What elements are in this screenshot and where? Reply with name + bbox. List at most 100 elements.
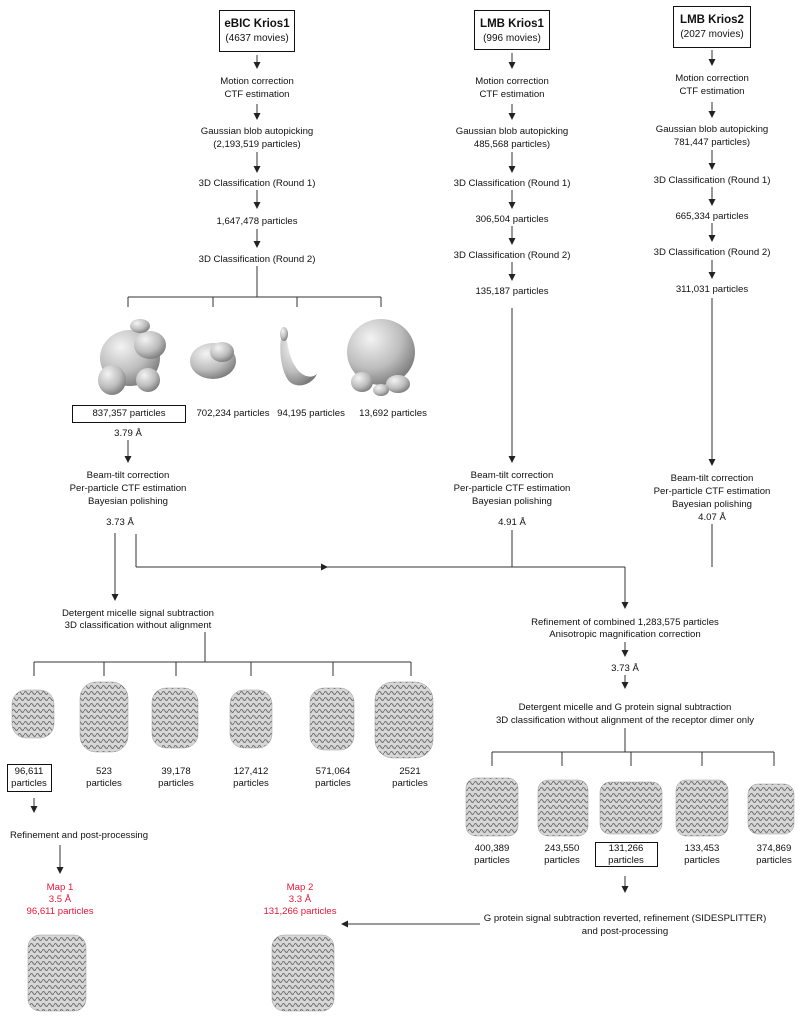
c3-per-particle-ctf: Per-particle CTF estimation bbox=[653, 486, 771, 497]
dimer-density-2 bbox=[537, 779, 589, 837]
c2-ctf-estimation: CTF estimation bbox=[479, 89, 545, 100]
c1-class-round1: 3D Classification (Round 1) bbox=[198, 178, 316, 189]
source-box-lmb-krios1: LMB Krios1 (996 movies) bbox=[474, 10, 550, 50]
c2-bayesian-polishing: Bayesian polishing bbox=[471, 496, 553, 507]
map1-density bbox=[27, 934, 87, 1012]
subclass-density-3 bbox=[151, 687, 199, 749]
c1-class-round2: 3D Classification (Round 2) bbox=[198, 254, 316, 265]
source-name: LMB Krios2 bbox=[680, 14, 744, 26]
source-box-ebic-krios1: eBIC Krios1 (4637 movies) bbox=[219, 10, 295, 52]
subclass-unit-6: particles bbox=[392, 778, 428, 789]
subclass-count-4: 127,412 bbox=[233, 766, 269, 777]
c1-beam-tilt: Beam-tilt correction bbox=[86, 470, 170, 481]
source-movies: (2027 movies) bbox=[680, 29, 744, 40]
subclass-count-1: 96,611 bbox=[14, 766, 44, 777]
dimer-density-5 bbox=[747, 783, 795, 835]
c1-autopicking: Gaussian blob autopicking bbox=[200, 126, 314, 137]
class-count-1: 837,357 particles bbox=[92, 408, 166, 419]
dimer-unit-4: particles bbox=[684, 855, 720, 866]
dimer-unit-5: particles bbox=[756, 855, 792, 866]
source-name: eBIC Krios1 bbox=[224, 18, 290, 30]
dimer-unit-2: particles bbox=[544, 855, 580, 866]
c3-ctf-estimation: CTF estimation bbox=[679, 86, 745, 97]
c3-class-round2: 3D Classification (Round 2) bbox=[653, 247, 771, 258]
selected-class-box bbox=[72, 405, 186, 423]
revert-post-processing: and post-processing bbox=[581, 926, 669, 937]
c2-autopick-count: 485,568 particles) bbox=[473, 139, 551, 150]
c1-autopick-count: (2,193,519 particles) bbox=[213, 139, 301, 150]
subclass-density-6 bbox=[374, 681, 434, 759]
map2-resolution: 3.3 Å bbox=[288, 894, 312, 905]
subclass-count-5: 571,064 bbox=[315, 766, 351, 777]
subclass-density-4 bbox=[229, 689, 273, 749]
class-count-2: 702,234 particles bbox=[196, 408, 270, 419]
class-volume-2 bbox=[190, 342, 236, 379]
c2-beam-tilt: Beam-tilt correction bbox=[470, 470, 554, 481]
c1-resolution-2: 3.73 Å bbox=[106, 517, 134, 528]
c2-class-round1: 3D Classification (Round 1) bbox=[453, 178, 571, 189]
source-box-lmb-krios2: LMB Krios2 (2027 movies) bbox=[673, 6, 751, 48]
c2-class-round2: 3D Classification (Round 2) bbox=[453, 250, 571, 261]
selected-subclass-box bbox=[7, 764, 52, 792]
c1-ctf-estimation: CTF estimation bbox=[224, 89, 290, 100]
map2-name: Map 2 bbox=[286, 882, 314, 893]
revert-refinement: G protein signal subtraction reverted, r… bbox=[483, 913, 767, 924]
c3-autopick-count: 781,447 particles) bbox=[673, 137, 751, 148]
selected-dimer-class-box bbox=[595, 842, 658, 867]
subclass-unit-4: particles bbox=[233, 778, 269, 789]
c3-beam-tilt: Beam-tilt correction bbox=[670, 473, 754, 484]
dimer-count-1: 400,389 bbox=[474, 843, 510, 854]
c1-classification-no-align: 3D classification without alignment bbox=[64, 620, 212, 631]
class-count-3: 94,195 particles bbox=[277, 408, 345, 419]
c2-per-particle-ctf: Per-particle CTF estimation bbox=[453, 483, 571, 494]
combined-refinement: Refinement of combined 1,283,575 particl… bbox=[531, 617, 719, 628]
c2-autopicking: Gaussian blob autopicking bbox=[455, 126, 569, 137]
subclass-count-3: 39,178 bbox=[161, 766, 191, 777]
dimer-count-5: 374,869 bbox=[756, 843, 792, 854]
source-name: LMB Krios1 bbox=[480, 18, 544, 30]
dimer-unit-3: particles bbox=[608, 855, 644, 866]
c3-after-round1: 665,334 particles bbox=[675, 211, 749, 222]
c1-per-particle-ctf: Per-particle CTF estimation bbox=[69, 483, 187, 494]
subclass-density-5 bbox=[309, 687, 355, 751]
c3-autopicking: Gaussian blob autopicking bbox=[655, 124, 769, 135]
source-movies: (4637 movies) bbox=[225, 33, 289, 44]
class-volume-1 bbox=[98, 319, 166, 395]
c1-bayesian-polishing: Bayesian polishing bbox=[87, 496, 169, 507]
dimer-density-3 bbox=[599, 781, 663, 835]
subclass-count-6: 2521 bbox=[399, 766, 421, 777]
c3-bayesian-polishing: Bayesian polishing bbox=[671, 499, 753, 510]
source-movies: (996 movies) bbox=[483, 33, 541, 44]
c1-motion-correction: Motion correction bbox=[220, 76, 294, 87]
subclass-count-2: 523 bbox=[95, 766, 113, 777]
c1-refinement: Refinement and post-processing bbox=[9, 830, 149, 841]
subclass-density-2 bbox=[79, 681, 129, 753]
c1-resolution-1: 3.79 Å bbox=[114, 428, 142, 439]
combined-aniso-correction: Anisotropic magnification correction bbox=[549, 629, 701, 640]
class-volume-4 bbox=[347, 319, 415, 396]
map2-density bbox=[271, 934, 335, 1012]
subclass-unit-1: particles bbox=[11, 778, 47, 789]
map1-resolution: 3.5 Å bbox=[48, 894, 72, 905]
map1-particles: 96,611 particles bbox=[26, 906, 94, 917]
dimer-density-1 bbox=[465, 777, 519, 837]
map2-particles: 131,266 particles bbox=[263, 906, 337, 917]
class-count-4: 13,692 particles bbox=[359, 408, 427, 419]
c3-after-round2: 311,031 particles bbox=[675, 284, 749, 295]
c3-resolution: 4.07 Å bbox=[698, 512, 726, 523]
combined-classification: 3D classification without alignment of t… bbox=[495, 715, 755, 726]
c2-resolution: 4.91 Å bbox=[498, 517, 526, 528]
dimer-count-4: 133,453 bbox=[684, 843, 720, 854]
c3-class-round1: 3D Classification (Round 1) bbox=[653, 175, 771, 186]
dimer-unit-1: particles bbox=[474, 855, 510, 866]
dimer-count-3: 131,266 bbox=[608, 843, 644, 854]
c2-motion-correction: Motion correction bbox=[475, 76, 549, 87]
combined-subtraction: Detergent micelle and G protein signal s… bbox=[518, 702, 732, 713]
c1-after-round1: 1,647,478 particles bbox=[216, 216, 298, 227]
c2-after-round1: 306,504 particles bbox=[475, 214, 549, 225]
dimer-density-4 bbox=[675, 779, 729, 837]
class-volume-3 bbox=[280, 327, 317, 386]
